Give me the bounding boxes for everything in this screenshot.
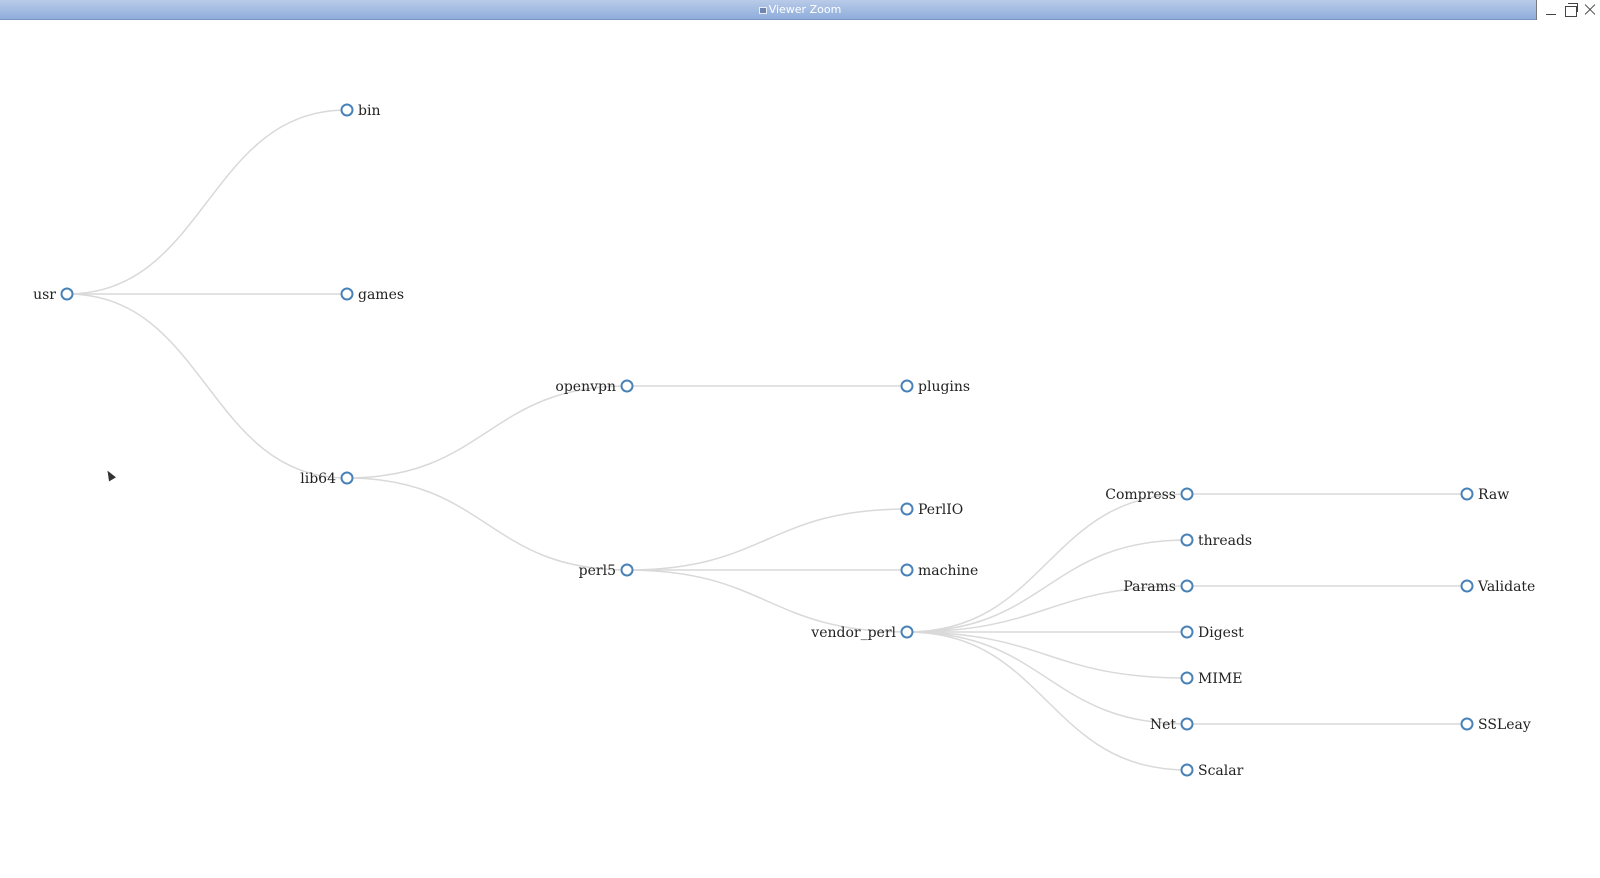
tree-node-validate[interactable]: Validate <box>1460 579 1536 595</box>
tree-node-plugins[interactable]: plugins <box>900 379 971 395</box>
node-circle-icon[interactable] <box>620 379 634 393</box>
tree-node-scalar[interactable]: Scalar <box>1180 763 1244 779</box>
node-label[interactable]: usr <box>33 287 56 303</box>
node-label[interactable]: openvpn <box>555 379 616 395</box>
tree-node-vendor-perl[interactable]: vendor_perl <box>810 625 914 641</box>
tree-link-usr-lib64 <box>66 293 348 479</box>
node-label[interactable]: Digest <box>1198 625 1244 641</box>
tree-link-vendor-perl-compress <box>906 493 1188 633</box>
node-label[interactable]: MIME <box>1198 671 1242 687</box>
node-circle-icon[interactable] <box>340 103 354 117</box>
tree-node-ssleay[interactable]: SSLeay <box>1460 717 1531 733</box>
node-circle-icon[interactable] <box>1180 763 1194 777</box>
tree-link-lib64-openvpn <box>346 385 628 479</box>
node-label[interactable]: bin <box>358 103 380 119</box>
node-label[interactable]: Net <box>1150 717 1177 733</box>
window-titlebar[interactable]: Viewer Zoom <box>0 0 1600 20</box>
minimize-icon[interactable] <box>1543 2 1559 18</box>
node-label[interactable]: Validate <box>1477 579 1535 595</box>
node-label[interactable]: Compress <box>1105 487 1176 503</box>
tree-node-perlio[interactable]: PerlIO <box>900 502 964 518</box>
tree-node-threads[interactable]: threads <box>1180 533 1253 549</box>
node-circle-icon[interactable] <box>620 563 634 577</box>
window-controls <box>1536 0 1600 20</box>
node-label[interactable]: games <box>358 287 404 303</box>
tree-node-raw[interactable]: Raw <box>1460 487 1510 503</box>
node-label[interactable]: SSLeay <box>1478 717 1531 733</box>
node-circle-icon[interactable] <box>1180 671 1194 685</box>
tree-link-vendor-perl-params <box>906 585 1188 633</box>
node-circle-icon[interactable] <box>900 502 914 516</box>
node-label[interactable]: Params <box>1123 579 1176 595</box>
node-circle-icon[interactable] <box>900 625 914 639</box>
node-circle-icon[interactable] <box>340 471 354 485</box>
tree-links <box>66 109 1467 771</box>
tree-node-machine[interactable]: machine <box>900 563 979 579</box>
window-title-area: Viewer Zoom <box>0 3 1600 16</box>
node-label[interactable]: PerlIO <box>918 502 963 518</box>
node-label[interactable]: perl5 <box>579 563 616 579</box>
node-circle-icon[interactable] <box>900 563 914 577</box>
window-app-icon <box>758 7 767 14</box>
tree-link-vendor-perl-threads <box>906 539 1188 633</box>
tree-node-digest[interactable]: Digest <box>1180 625 1245 641</box>
node-circle-icon[interactable] <box>900 379 914 393</box>
tree-link-perl5-perlio <box>626 508 908 571</box>
node-label[interactable]: machine <box>918 563 978 579</box>
tree-node-perl5[interactable]: perl5 <box>579 563 634 579</box>
node-circle-icon[interactable] <box>1180 717 1194 731</box>
tree-link-perl5-vendor-perl <box>626 569 908 633</box>
node-circle-icon[interactable] <box>1180 579 1194 593</box>
tree-node-mime[interactable]: MIME <box>1180 671 1243 687</box>
node-circle-icon[interactable] <box>340 287 354 301</box>
node-circle-icon[interactable] <box>1180 625 1194 639</box>
node-label[interactable]: threads <box>1198 533 1252 549</box>
node-circle-icon[interactable] <box>1460 487 1474 501</box>
window-title: Viewer Zoom <box>768 3 842 16</box>
tree-node-compress[interactable]: Compress <box>1105 487 1194 503</box>
tree-node-usr[interactable]: usr <box>33 287 74 303</box>
tree-node-bin[interactable]: bin <box>340 103 381 119</box>
node-circle-icon[interactable] <box>60 287 74 301</box>
node-circle-icon[interactable] <box>1180 487 1194 501</box>
tree-link-usr-bin <box>66 109 348 295</box>
tree-node-net[interactable]: Net <box>1150 717 1194 733</box>
node-label[interactable]: Raw <box>1478 487 1509 503</box>
tree-link-lib64-perl5 <box>346 477 628 571</box>
tree-link-vendor-perl-net <box>906 631 1188 725</box>
tree-link-vendor-perl-mime <box>906 631 1188 679</box>
tree-node-lib64[interactable]: lib64 <box>300 471 354 487</box>
node-label[interactable]: vendor_perl <box>810 625 896 641</box>
node-label[interactable]: plugins <box>918 379 970 395</box>
tree-node-params[interactable]: Params <box>1123 579 1194 595</box>
maximize-icon[interactable] <box>1563 2 1579 18</box>
node-circle-icon[interactable] <box>1460 717 1474 731</box>
node-label[interactable]: lib64 <box>300 471 336 487</box>
tree-node-openvpn[interactable]: openvpn <box>555 379 634 395</box>
node-circle-icon[interactable] <box>1460 579 1474 593</box>
node-circle-icon[interactable] <box>1180 533 1194 547</box>
tree-node-games[interactable]: games <box>340 287 405 303</box>
node-label[interactable]: Scalar <box>1198 763 1244 779</box>
tree-link-vendor-perl-scalar <box>906 631 1188 771</box>
